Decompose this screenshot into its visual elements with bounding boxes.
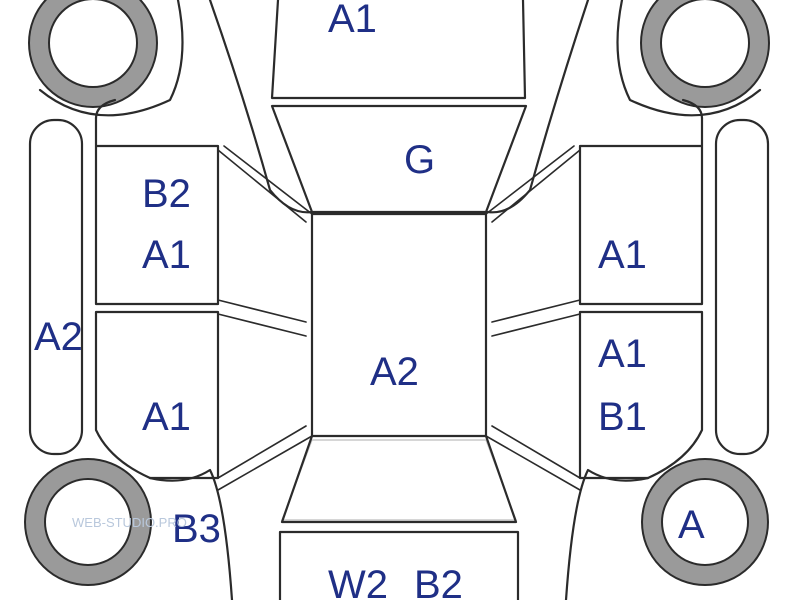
- rear-left-fender: [148, 468, 234, 600]
- right-c-pillar-lines: [485, 425, 581, 491]
- left-rear-door: [94, 310, 220, 480]
- wheel-front-left: [28, 0, 158, 108]
- right-rear-door: [578, 310, 704, 480]
- right-mirror-lines: [485, 145, 581, 223]
- left-side-strip: [28, 118, 84, 456]
- wheel-front-right: [640, 0, 770, 108]
- label-front-left-door-top: B2: [142, 172, 191, 216]
- left-c-pillar-lines: [217, 425, 313, 491]
- right-side-strip: [714, 118, 770, 456]
- right-b-pillar-lines: [491, 299, 581, 337]
- right-door-outer-edge: [681, 98, 704, 120]
- label-windshield: G: [404, 138, 435, 182]
- wheel-rear-right: [641, 458, 769, 586]
- watermark: WEB-STUDIO.PRO: [72, 515, 187, 530]
- front-left-fender: [38, 0, 184, 117]
- left-door-outer-edge: [94, 98, 117, 120]
- rear-window-shading: [280, 439, 518, 521]
- label-trunk-right: B2: [414, 563, 463, 600]
- wheel-rear-left: [24, 458, 152, 586]
- trunk-panel: [278, 530, 520, 600]
- hood-side-left: [208, 0, 314, 214]
- left-front-door: [94, 116, 220, 306]
- right-front-door: [578, 116, 704, 306]
- label-hood: A1: [328, 0, 377, 41]
- label-roof: A2: [370, 350, 419, 394]
- rear-right-fender: [564, 468, 650, 600]
- hood-panel: [270, 0, 527, 100]
- label-rear-left-fender: B3: [172, 507, 221, 551]
- label-trunk-left: W2: [328, 563, 388, 600]
- label-rear-left-door: A1: [142, 395, 191, 439]
- front-right-fender: [616, 0, 762, 117]
- label-rear-right-door-top: A1: [598, 332, 647, 376]
- windshield-panel: [270, 104, 528, 214]
- left-b-pillar-lines: [217, 299, 307, 337]
- left-mirror-lines: [217, 145, 313, 223]
- label-front-right-door: A1: [598, 233, 647, 277]
- label-front-left-door-bottom: A1: [142, 233, 191, 277]
- label-rear-right-door-bottom: B1: [598, 395, 647, 439]
- label-left-side-strip: A2: [34, 315, 83, 359]
- rear-window: [280, 434, 518, 524]
- roof-panel: [310, 212, 488, 438]
- label-rear-right-wheel: A: [678, 503, 705, 547]
